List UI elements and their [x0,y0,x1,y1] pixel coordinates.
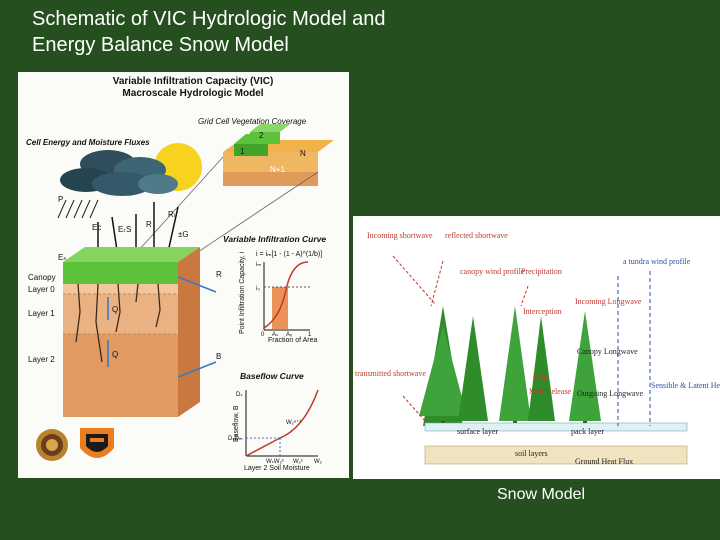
pack-layer-band [424,422,688,432]
flux-ec: Eᴄ [92,223,101,232]
veg-tile-base [223,152,318,172]
slide-title-line1: Schematic of VIC Hydrologic Model and [32,8,386,30]
grid-cell-label: Grid Cell Vegetation Coverage [198,117,307,126]
infiltration-tick-io: i₀ [256,286,260,292]
canopy-layer [63,262,178,284]
soil-arrows [107,276,217,378]
zoom-line-1 [127,156,224,263]
baseflow-tick-w2c: W₂ᶜ [293,459,303,465]
label-sensible-latent-heat: Sensible & Latent Heat [651,381,720,390]
soil-flux-r: R [216,270,222,279]
university-seal-icon [36,429,68,461]
soil-layer-2 [63,334,178,417]
infiltration-tick-ax: Aₓ [286,332,292,338]
soil-layer-0 [63,284,178,294]
baseflow-tick-dsdm: DₛDₘ [228,436,243,442]
vic-model-svg: Variable Infiltration Capacity (VIC) Mac… [26,76,334,472]
slide-title-line2: Energy Balance Snow Model [32,34,289,56]
root-lines [75,283,161,363]
infiltration-tick-im: iₘ [256,262,261,268]
snow-model-caption: Snow Model [497,486,586,503]
baseflow-tick-dm: Dₛ [236,392,243,398]
infiltration-ylabel: Point Infiltration Capacity, i [239,251,246,334]
infiltration-tick-1: 1 [308,332,312,338]
label-outgoing-longwave: Outgoing Longwave [577,389,643,398]
label-drip: Drip [533,372,548,381]
label-precipitation: Precipitation [521,267,562,276]
soil-column [63,247,200,417]
label-reflected-shortwave: reflected shortwave [445,231,508,240]
baseflow-tick-wsw2c: WₛW₂ᶜ [266,459,284,465]
baseflow-xlabel: Layer 2 Soil Moisture [244,465,310,472]
princeton-shield-icon [80,428,114,458]
label-melt-release: Melt Release [529,387,571,396]
baseflow-ylabel: Baseflow, B [233,405,240,442]
snow-model-figure: Incoming shortwave reflected shortwave c… [353,216,720,479]
infiltration-chart [263,261,310,331]
infiltration-tick-as: Aₛ [272,332,278,338]
soil-flux-q2: Q [112,350,118,359]
label-pack-layer: pack layer [571,427,604,436]
baseflow-point-label: W₂ⁿ⁺¹ [286,419,301,426]
layer-label-1: Layer 1 [28,309,55,318]
rain-streaks [57,199,99,219]
flux-en: Eₙ [58,253,67,262]
soil-flux-q1: Q [112,305,118,314]
flux-p: P [58,195,63,204]
label-transmitted-shortwave: transmitted shortwave [355,369,426,378]
veg-tile-block: 1 2 N N+1 [223,124,334,186]
layer-label-canopy: Canopy [28,273,56,282]
label-surface-layer: surface layer [457,427,498,436]
slide-title: Schematic of VIC Hydrologic Model and En… [32,6,592,58]
snow-model-svg: Incoming shortwave reflected shortwave c… [355,231,720,466]
vic-heading-line2: Macroscale Hydrologic Model [122,88,263,99]
label-ground-heat-flux: Ground Heat Flux [575,457,633,466]
flux-arrows [97,202,179,258]
label-interception: Interception [523,307,562,316]
baseflow-tick-w2: W₂ [314,459,323,465]
veg-tile-label-n1: N+1 [270,165,285,174]
fluxes-label: Cell Energy and Moisture Fluxes [26,138,150,147]
veg-tile-soil [223,172,318,186]
infiltration-tick-0: 0 [261,332,265,338]
layer-label-2: Layer 2 [28,355,55,364]
label-canopy-longwave: Canopy Longwave [577,347,638,356]
cloud-icon [60,150,178,196]
baseflow-chart [245,389,319,457]
label-soil-layers: soil layers [515,449,548,458]
soil-layers-band [424,445,688,465]
baseflow-title: Baseflow Curve [240,371,304,381]
flux-et: Eₜ [118,225,126,234]
veg-tile-label-2: 2 [259,131,264,140]
vic-heading-line1: Variable Infiltration Capacity (VIC) [113,76,274,87]
veg-tile-label-1: 1 [240,147,245,156]
infiltration-equation: i = iₘ[1 - (1 - A)^(1/b)] [256,251,322,258]
label-canopy-wind-profile: canopy wind profile [460,267,525,276]
wind-profile-lines [617,271,651,426]
infiltration-xlabel: Fraction of Area [268,337,318,344]
veg-tile-2 [250,132,280,144]
vic-model-figure: Variable Infiltration Capacity (VIC) Mac… [18,72,349,478]
flux-r: R [146,220,152,229]
flux-g: ±G [178,230,189,239]
soil-flux-b: B [216,352,221,361]
conifer-trees [419,306,601,431]
label-tundra-wind-profile: a tundra wind profile [623,257,691,266]
flux-rl: Rₗ [168,210,175,219]
veg-tile-label-n: N [300,149,306,158]
label-incoming-shortwave: Incoming shortwave [367,231,433,240]
layer-label-0: Layer 0 [28,285,55,294]
label-incoming-longwave: Incoming Longwave [575,297,642,306]
infiltration-title: Variable Infiltration Curve [223,234,326,244]
veg-tile-1 [234,144,268,156]
flux-s: S [126,225,131,234]
shortwave-arrows [392,255,529,422]
